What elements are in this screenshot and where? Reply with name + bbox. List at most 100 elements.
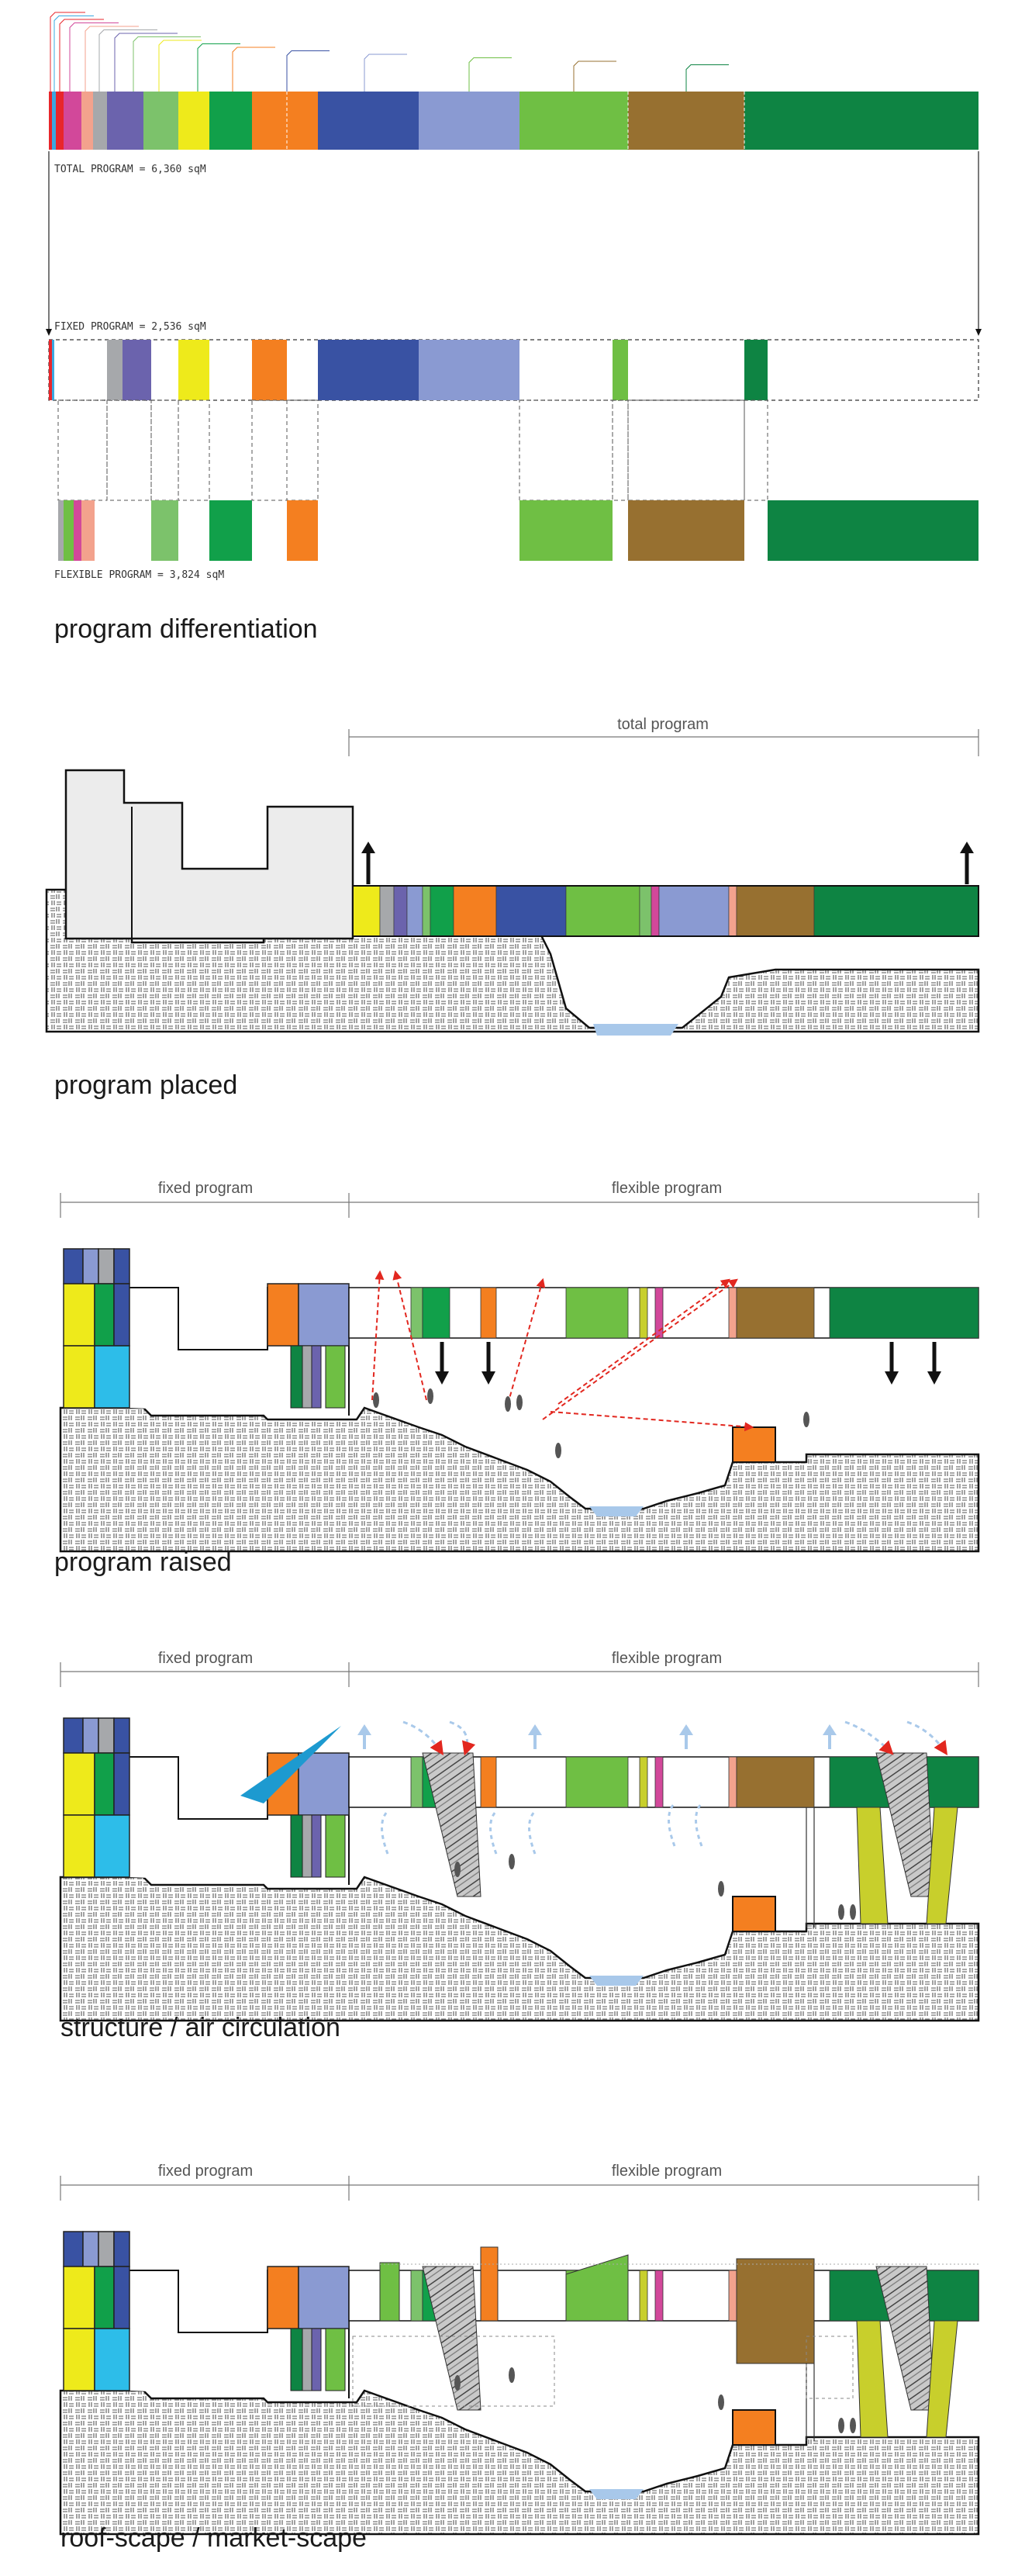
terrain: [59, 1406, 980, 1553]
fixed-program-header: fixed program: [158, 1180, 253, 1197]
placed-segment: [639, 885, 652, 937]
legend-leader: [158, 40, 202, 92]
connector-outline: [286, 399, 319, 501]
flexible-segment: [639, 2270, 648, 2322]
down-arrow-head: [435, 1371, 449, 1385]
air-curve: [381, 1810, 389, 1855]
flexible-segment: [74, 500, 81, 561]
flexible-program-bar: [58, 500, 979, 561]
person-figure: [555, 1443, 561, 1458]
fixed-program-block: [113, 1248, 130, 1285]
panel-program-placed: total program program placed: [45, 716, 980, 1100]
air-curve: [844, 1720, 894, 1755]
program-segment: [209, 92, 252, 150]
legend-leader: [114, 33, 178, 92]
fixed-program-bar: [49, 340, 768, 400]
flexible-program-header: flexible program: [612, 1180, 722, 1197]
program-segment: [123, 92, 143, 150]
flexible-segment: [728, 2270, 737, 2322]
fixed-program-block: [267, 2266, 299, 2329]
program-segment: [56, 92, 64, 150]
program-segment: [143, 92, 178, 150]
flexible-segment: [519, 500, 613, 561]
ground-plinth: [732, 1896, 776, 1932]
fixed-program-block: [311, 1814, 322, 1878]
structural-leg: [926, 1807, 958, 1924]
placed-segment: [393, 885, 408, 937]
connector-outline: [178, 399, 210, 501]
program-segment: [252, 92, 318, 150]
flexible-segment: [639, 1756, 648, 1808]
connector-outline: [251, 399, 288, 501]
program-segment: [52, 92, 56, 150]
legend-leader: [133, 36, 201, 92]
fixed-program-block: [302, 1814, 312, 1878]
fixed-program-block: [63, 1248, 84, 1285]
vegetation-feature: [240, 1726, 341, 1803]
caption-structure-air-circulation: structure / air circulation: [60, 2013, 340, 2042]
fixed-segment: [123, 340, 151, 400]
fixed-program-block: [267, 1283, 299, 1347]
fixed-program-block: [94, 1283, 115, 1347]
river: [589, 2489, 644, 2499]
fixed-program-block: [325, 1814, 346, 1878]
fixed-segment: [178, 340, 209, 400]
program-segment: [178, 92, 209, 150]
fixed-program-block: [63, 2231, 84, 2267]
total-program-bar: [49, 92, 979, 150]
view-arrow: [507, 1278, 546, 1405]
flexible-segment: [728, 1756, 737, 1808]
view-arrow: [550, 1411, 754, 1432]
terrain: [59, 1876, 980, 2022]
ground-plinth: [732, 1426, 776, 1463]
flexible-segment: [287, 500, 318, 561]
fixed-program-block: [302, 2328, 312, 2391]
connector-outline: [150, 399, 179, 501]
placed-segment: [379, 885, 395, 937]
program-segment: [419, 92, 519, 150]
fixed-program-block: [63, 1752, 95, 1816]
legend-leader-lines: [50, 12, 729, 92]
roof-element: [565, 2254, 629, 2322]
air-curve: [402, 1720, 444, 1755]
caption-program-placed: program placed: [54, 1070, 237, 1100]
placed-segment: [453, 885, 497, 937]
legend-leader: [573, 61, 616, 92]
person-figure: [850, 1904, 856, 1920]
air-arrow-head: [528, 1724, 542, 1735]
fixed-program-block: [82, 1717, 99, 1754]
flexible-segment: [829, 1287, 979, 1339]
legend-leader: [364, 54, 407, 92]
air-curve: [528, 1810, 537, 1855]
program-segment: [768, 92, 979, 150]
fixed-program-block: [98, 1248, 115, 1285]
fixed-program-block: [94, 2328, 130, 2391]
caption-program-raised: program raised: [54, 1547, 232, 1577]
total-program-header: total program: [617, 716, 709, 733]
market-scaffold: [806, 2336, 854, 2399]
fixed-program-block: [302, 1345, 312, 1409]
down-arrow-head: [481, 1371, 495, 1385]
terrain: [59, 2389, 980, 2536]
ground-plinth: [732, 2409, 776, 2446]
fixed-program-block: [113, 2231, 130, 2267]
structural-leg: [926, 2320, 958, 2438]
air-curve: [695, 1802, 703, 1847]
person-figure: [505, 1396, 511, 1412]
fixed-program-block: [63, 1345, 95, 1409]
fixed-program-block: [298, 2266, 350, 2329]
flexible-segment: [728, 1287, 737, 1339]
fixed-program-header: fixed program: [158, 1650, 253, 1667]
person-figure: [427, 1388, 433, 1404]
person-figure: [373, 1392, 379, 1408]
fixed-bracket: [46, 151, 982, 336]
river: [589, 1976, 644, 1986]
legend-leader: [50, 12, 85, 92]
fixed-program-block: [113, 2266, 130, 2329]
flexible-connector-lines: [57, 399, 768, 501]
terrain: [45, 888, 980, 1033]
roof-element: [379, 2262, 400, 2322]
down-arrow-head: [927, 1371, 941, 1385]
air-arrow-head: [823, 1724, 837, 1735]
person-figure: [454, 1862, 461, 1877]
